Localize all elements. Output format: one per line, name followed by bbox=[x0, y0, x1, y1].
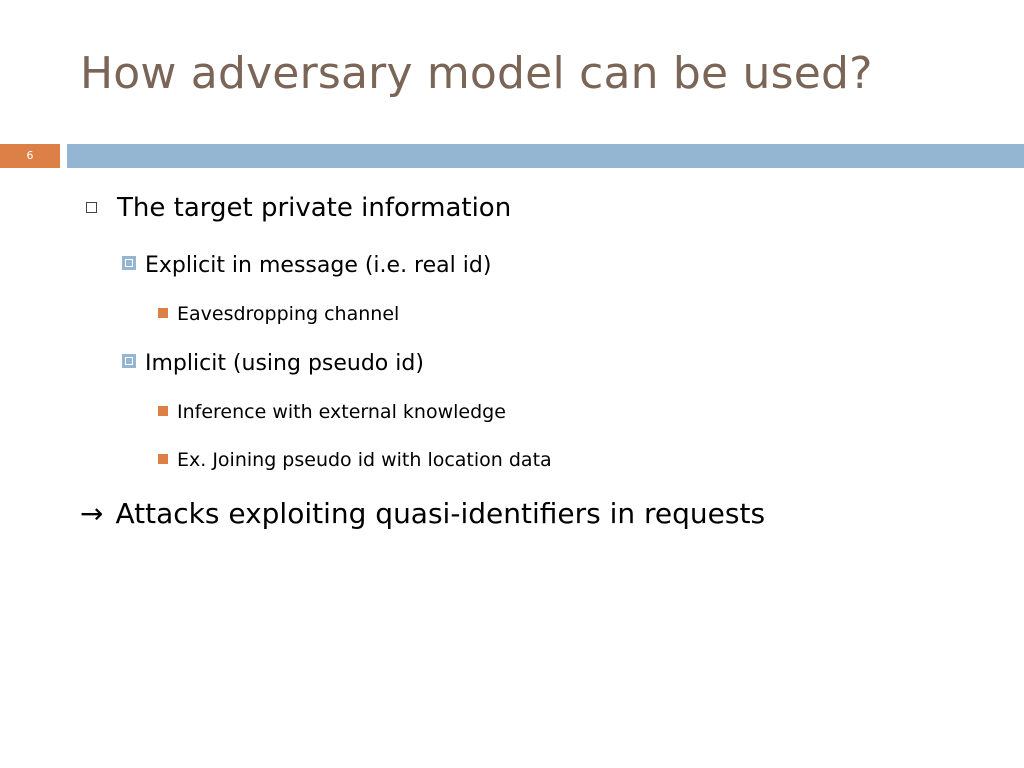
conclusion-line: → Attacks exploiting quasi-identifiers in… bbox=[80, 497, 765, 531]
slide-number: 6 bbox=[0, 144, 60, 168]
conclusion-text: Attacks exploiting quasi-identifiers in … bbox=[115, 497, 766, 530]
sub-sub-bullet-text: Ex. Joining pseudo id with location data bbox=[177, 449, 552, 471]
framed-square-bullet-icon bbox=[122, 354, 136, 368]
filled-square-bullet-icon bbox=[158, 308, 168, 318]
sub-sub-bullet-item: Inference with external knowledge bbox=[158, 401, 506, 424]
bullet-item: The target private information bbox=[86, 193, 511, 224]
sub-sub-bullet-text: Inference with external knowledge bbox=[177, 401, 506, 423]
filled-square-bullet-icon bbox=[158, 406, 168, 416]
slide-title: How adversary model can be used? bbox=[80, 48, 873, 99]
right-arrow-icon: → bbox=[80, 497, 104, 530]
hollow-square-bullet-icon bbox=[86, 202, 97, 213]
filled-square-bullet-icon bbox=[158, 454, 168, 464]
bullet-text: The target private information bbox=[117, 193, 512, 223]
sub-bullet-text: Implicit (using pseudo id) bbox=[145, 351, 424, 376]
sub-bullet-item: Implicit (using pseudo id) bbox=[122, 351, 424, 377]
sub-sub-bullet-item: Ex. Joining pseudo id with location data bbox=[158, 449, 552, 472]
sub-sub-bullet-text: Eavesdropping channel bbox=[177, 303, 400, 325]
framed-square-bullet-icon bbox=[122, 256, 136, 270]
title-divider-bar bbox=[67, 144, 1024, 168]
sub-bullet-text: Explicit in message (i.e. real id) bbox=[145, 253, 492, 278]
sub-bullet-item: Explicit in message (i.e. real id) bbox=[122, 253, 491, 279]
sub-sub-bullet-item: Eavesdropping channel bbox=[158, 303, 399, 326]
